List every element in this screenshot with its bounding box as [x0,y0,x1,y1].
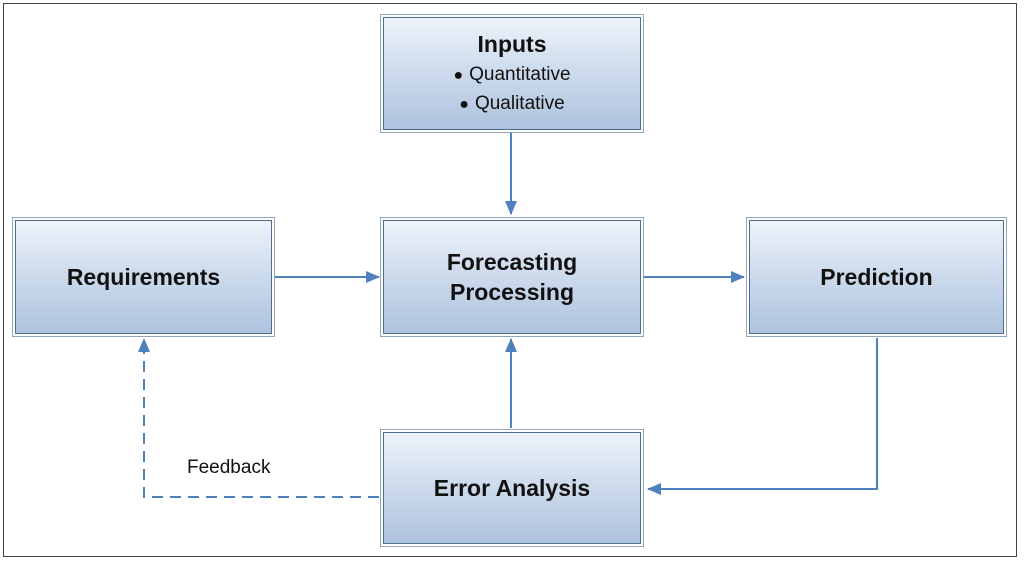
node-forecasting-title-line2: Processing [450,279,574,305]
node-inputs-title: Inputs [477,30,547,57]
inputs-list-item: ●Qualitative [459,92,565,114]
inputs-list-item: ●Quantitative [453,63,571,85]
node-requirements-title: Requirements [66,264,221,290]
bullet-icon: ● [453,66,464,84]
arrow-prediction-to-error-analysis [647,338,878,495]
node-error-analysis-title: Error Analysis [433,475,591,501]
bullet-icon: ● [459,95,469,113]
node-forecasting-processing: Forecasting Processing [381,218,643,336]
inputs-list: ●Quantitative ●Qualitative [453,61,570,119]
arrow-feedback-dashed [138,338,379,498]
node-prediction: Prediction [747,218,1006,336]
node-inputs: Inputs ●Quantitative ●Qualitative [381,15,643,132]
node-forecasting-title-line1: Forecasting [446,249,578,275]
node-error-analysis: Error Analysis [381,430,643,546]
feedback-label: Feedback [187,457,271,478]
node-prediction-title: Prediction [820,264,933,290]
node-requirements: Requirements [13,218,274,336]
